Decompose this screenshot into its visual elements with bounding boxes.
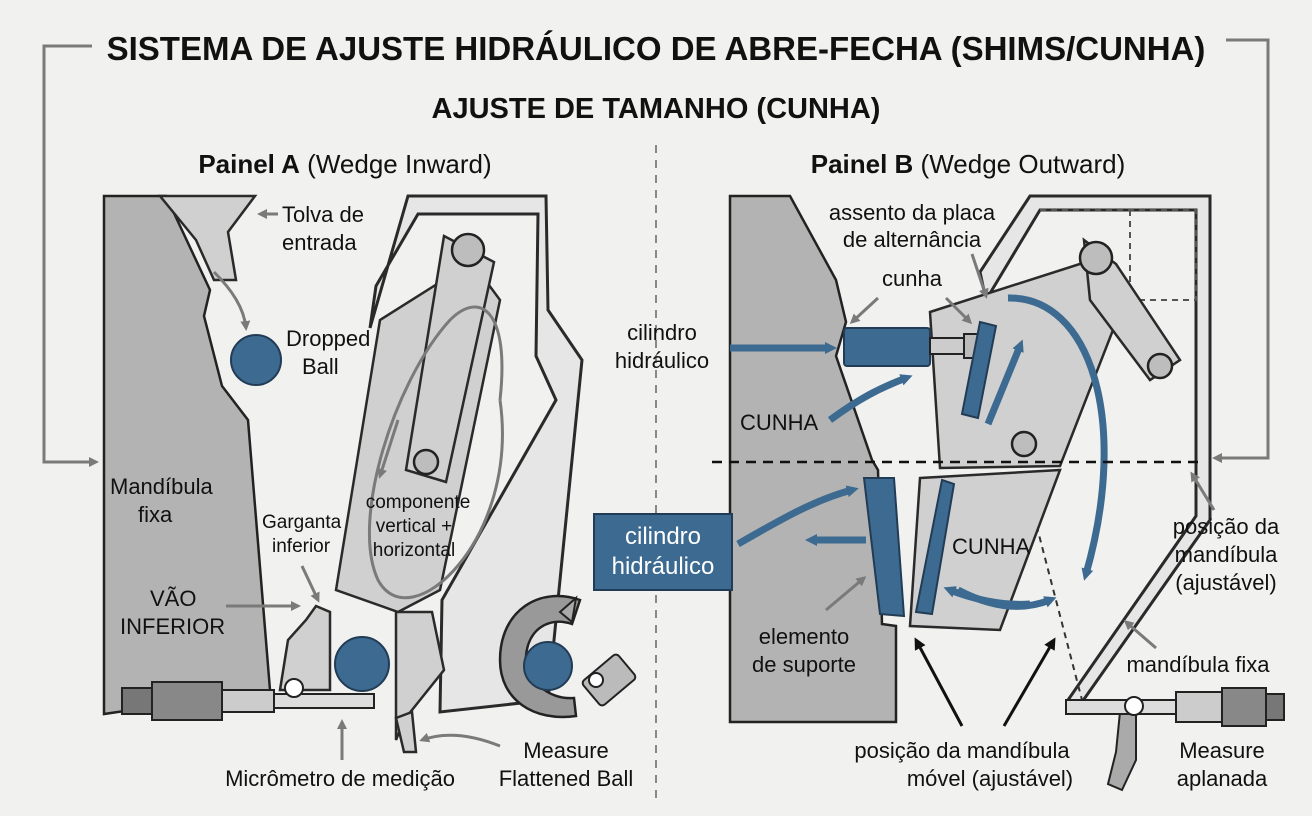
fixed-jaw-b (728, 194, 898, 724)
entry-hopper-a (157, 194, 258, 282)
measure-arrow-a (419, 732, 501, 748)
hydraulic-cylinder-b (843, 327, 979, 367)
wedge-lower-b (914, 478, 956, 616)
feedback-loop-left (42, 44, 99, 467)
jaw-tip-a (394, 710, 418, 754)
micrometer-b (1065, 687, 1285, 792)
seat-arrow (970, 253, 989, 299)
pivot-right-b (1146, 352, 1174, 380)
fixed-jaw-arrow-b (1123, 620, 1157, 650)
motion-path-a (367, 305, 504, 600)
page-title: SISTEMA DE AJUSTE HIDRÁULICO DE ABRE-FEC… (107, 30, 1206, 67)
fixed-jaw-label-b: mandíbula fixa (1126, 652, 1270, 677)
page-subtitle: AJUSTE DE TAMANHO (CUNHA) (432, 93, 881, 125)
throat-block-right-a (394, 610, 446, 741)
crusher-frame-a (368, 194, 584, 714)
pivot-bottom-a (412, 448, 440, 476)
measure-gauge-a (498, 594, 637, 719)
throat-arrow (300, 565, 320, 603)
mobile-jaw-arrow-left (914, 637, 964, 727)
support-arrow (825, 576, 867, 612)
wedge-small-arrow-right (944, 296, 973, 325)
jaw-position-line-b (1019, 461, 1083, 701)
wedge-small-label: cunha (882, 266, 943, 291)
feedback-loop-right (1212, 38, 1270, 463)
wedge-label-lower: CUNHA (952, 534, 1031, 559)
pivot-bottom-b (1010, 430, 1038, 458)
panel-b-heading: Painel B (Wedge Outward) (811, 149, 1126, 179)
cyl-box-arrow (736, 485, 859, 548)
gap-ball (334, 636, 390, 692)
motion-arrow-a (377, 419, 400, 479)
mobile-jaw-arrow-right (1002, 637, 1056, 727)
pivot-top-a (450, 232, 486, 268)
jaw-swing-arrow (1007, 294, 1108, 581)
micrometer-label: Micrômetro de medição (225, 766, 455, 791)
wedge-arrow-upper (827, 374, 913, 423)
jaw-position-arrow (1190, 471, 1216, 511)
pivot-top-b (1078, 240, 1114, 276)
panel-a-heading: Painel A (Wedge Inward) (198, 149, 491, 179)
support-wedge-b (862, 477, 906, 618)
wedge-motion-arrow-1 (984, 339, 1024, 426)
jaw-adjust-arrow-back (943, 586, 1031, 608)
frame-dashed-b (1040, 209, 1197, 301)
wedge-small-arrow-left (849, 296, 880, 325)
micrometer-a (121, 678, 375, 721)
throat-block-left-a (278, 604, 332, 692)
drop-arrow (212, 270, 251, 331)
dropped-ball (230, 334, 282, 386)
wedge-upper-b (960, 320, 998, 420)
wedge-label-upper: CUNHA (740, 410, 819, 435)
